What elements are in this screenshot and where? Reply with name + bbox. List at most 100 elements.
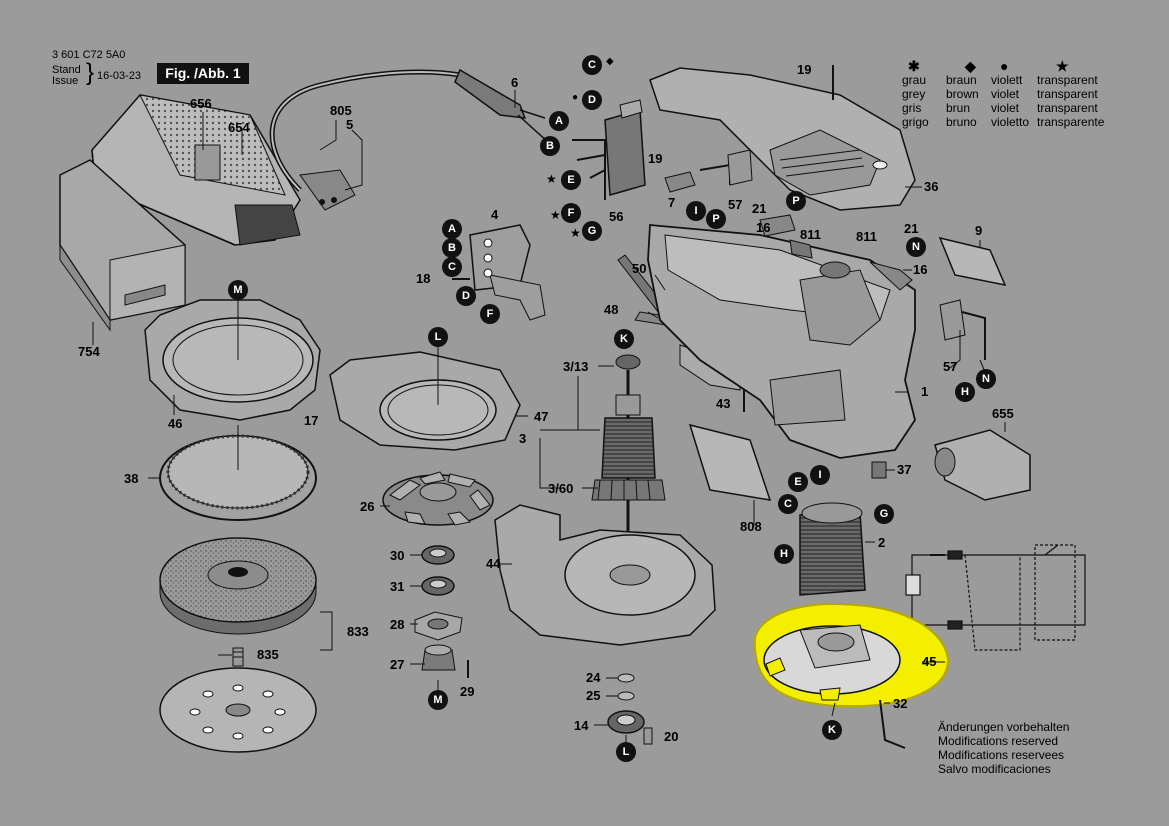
letter-marker: B [442, 238, 462, 258]
letter-marker: M [228, 280, 248, 300]
fan-shroud [329, 351, 521, 451]
letter-marker: N [976, 369, 996, 389]
brace: } [86, 59, 95, 86]
part-number: 57 [728, 197, 743, 212]
part-number: 654 [228, 120, 250, 135]
letter-marker: F [561, 203, 581, 223]
part-number: 19 [797, 62, 812, 77]
part-number: 46 [168, 416, 183, 431]
plate-28 [414, 611, 463, 641]
letter-marker: E [788, 472, 808, 492]
spring-32 [879, 699, 906, 749]
doc-number: 3 601 C72 5A0 [52, 49, 126, 61]
part-number: 56 [609, 209, 624, 224]
part-number: 16 [913, 262, 928, 277]
part-number: 24 [586, 670, 601, 685]
part-number: 32 [893, 696, 908, 711]
letter-marker: N [906, 237, 926, 257]
part-number: 18 [416, 271, 431, 286]
part-number: 36 [924, 179, 939, 194]
electronic-module [572, 99, 646, 200]
part-number: 16 [756, 220, 771, 235]
marker-diamond: ◆ [606, 56, 614, 67]
dust-box [91, 94, 301, 246]
part-number: 754 [78, 344, 100, 359]
part-number: 808 [740, 519, 762, 534]
part-number: 7 [668, 195, 676, 210]
letter-marker: F [480, 304, 500, 324]
legend-symbol-star: ★ [1056, 58, 1069, 74]
legend-brown-1: braun [946, 73, 977, 87]
part-number: 47 [534, 409, 549, 424]
note-es: Salvo modificaciones [938, 762, 1051, 776]
part-number: 6 [511, 75, 519, 90]
part-number: 4 [491, 207, 499, 222]
part-number: 21 [904, 221, 919, 236]
part-number: 835 [257, 647, 279, 662]
legend-grey-1: grau [902, 73, 927, 87]
letter-marker: A [549, 111, 569, 131]
legend-brown-3: brun [946, 101, 971, 115]
part-number: 29 [460, 684, 475, 699]
letter-marker: D [456, 286, 476, 306]
part-number: 3 [519, 431, 527, 446]
sanding-disc [159, 667, 317, 753]
part-number: 45 [922, 654, 937, 669]
legend-symbol-star-grey: ✱ [908, 58, 920, 74]
legend-violet-3: violet [991, 101, 1020, 115]
letter-marker: E [561, 170, 581, 190]
letter-marker: K [822, 720, 842, 740]
part-number: 31 [390, 579, 405, 594]
sealing-ring [159, 434, 317, 521]
letter-marker: C [442, 257, 462, 277]
letter-marker: G [582, 221, 602, 241]
letter-marker: H [955, 382, 975, 402]
letter-marker: B [540, 136, 560, 156]
legend-transparent-2: transparent [1037, 87, 1098, 101]
legend-transparent-1: transparent [1037, 73, 1098, 87]
sanding-pad [159, 537, 317, 635]
part-number: 656 [190, 96, 212, 111]
part-number: 38 [124, 471, 139, 486]
letter-marker: M [428, 690, 448, 710]
issue-label: Issue [52, 75, 79, 87]
modification-notes: Änderungen vorbehalten Modifications res… [938, 720, 1069, 776]
part-number: 14 [574, 718, 589, 733]
top-cover [649, 67, 916, 211]
part-number: 19 [648, 151, 663, 166]
letter-marker: D [582, 90, 602, 110]
part-number: 28 [390, 617, 405, 632]
bearings-left [421, 545, 455, 596]
part-number: 26 [360, 499, 375, 514]
motor-housing [647, 224, 916, 459]
field-coil [799, 502, 866, 596]
part-number: 48 [604, 302, 619, 317]
legend-symbol-dot: ● [1000, 58, 1009, 74]
fan [382, 471, 494, 526]
letter-marker: C [778, 494, 798, 514]
letter-marker: L [616, 742, 636, 762]
part-number: 20 [664, 729, 679, 744]
leader-lines [92, 90, 1006, 745]
part-number: 5 [346, 117, 354, 132]
power-cable [269, 68, 549, 211]
letter-marker: L [428, 327, 448, 347]
pad-screw [232, 647, 244, 667]
marker-dot: ● [572, 92, 579, 103]
part-number: 30 [390, 548, 405, 563]
armature [591, 354, 666, 540]
part-number: 37 [897, 462, 912, 477]
part-number: 25 [586, 688, 601, 703]
marker-star: ★ [570, 226, 581, 240]
letter-marker: P [786, 191, 806, 211]
issue-date: 16-03-23 [97, 70, 142, 82]
legend-transparent-4: transparente [1037, 115, 1105, 129]
part-number: 27 [390, 657, 405, 672]
part-number: 833 [347, 624, 369, 639]
part-number: 3/13 [563, 359, 589, 374]
part-number: 43 [716, 396, 731, 411]
legend-brown-2: brown [946, 87, 979, 101]
part-number: 17 [304, 413, 319, 428]
part-number: 44 [486, 556, 501, 571]
